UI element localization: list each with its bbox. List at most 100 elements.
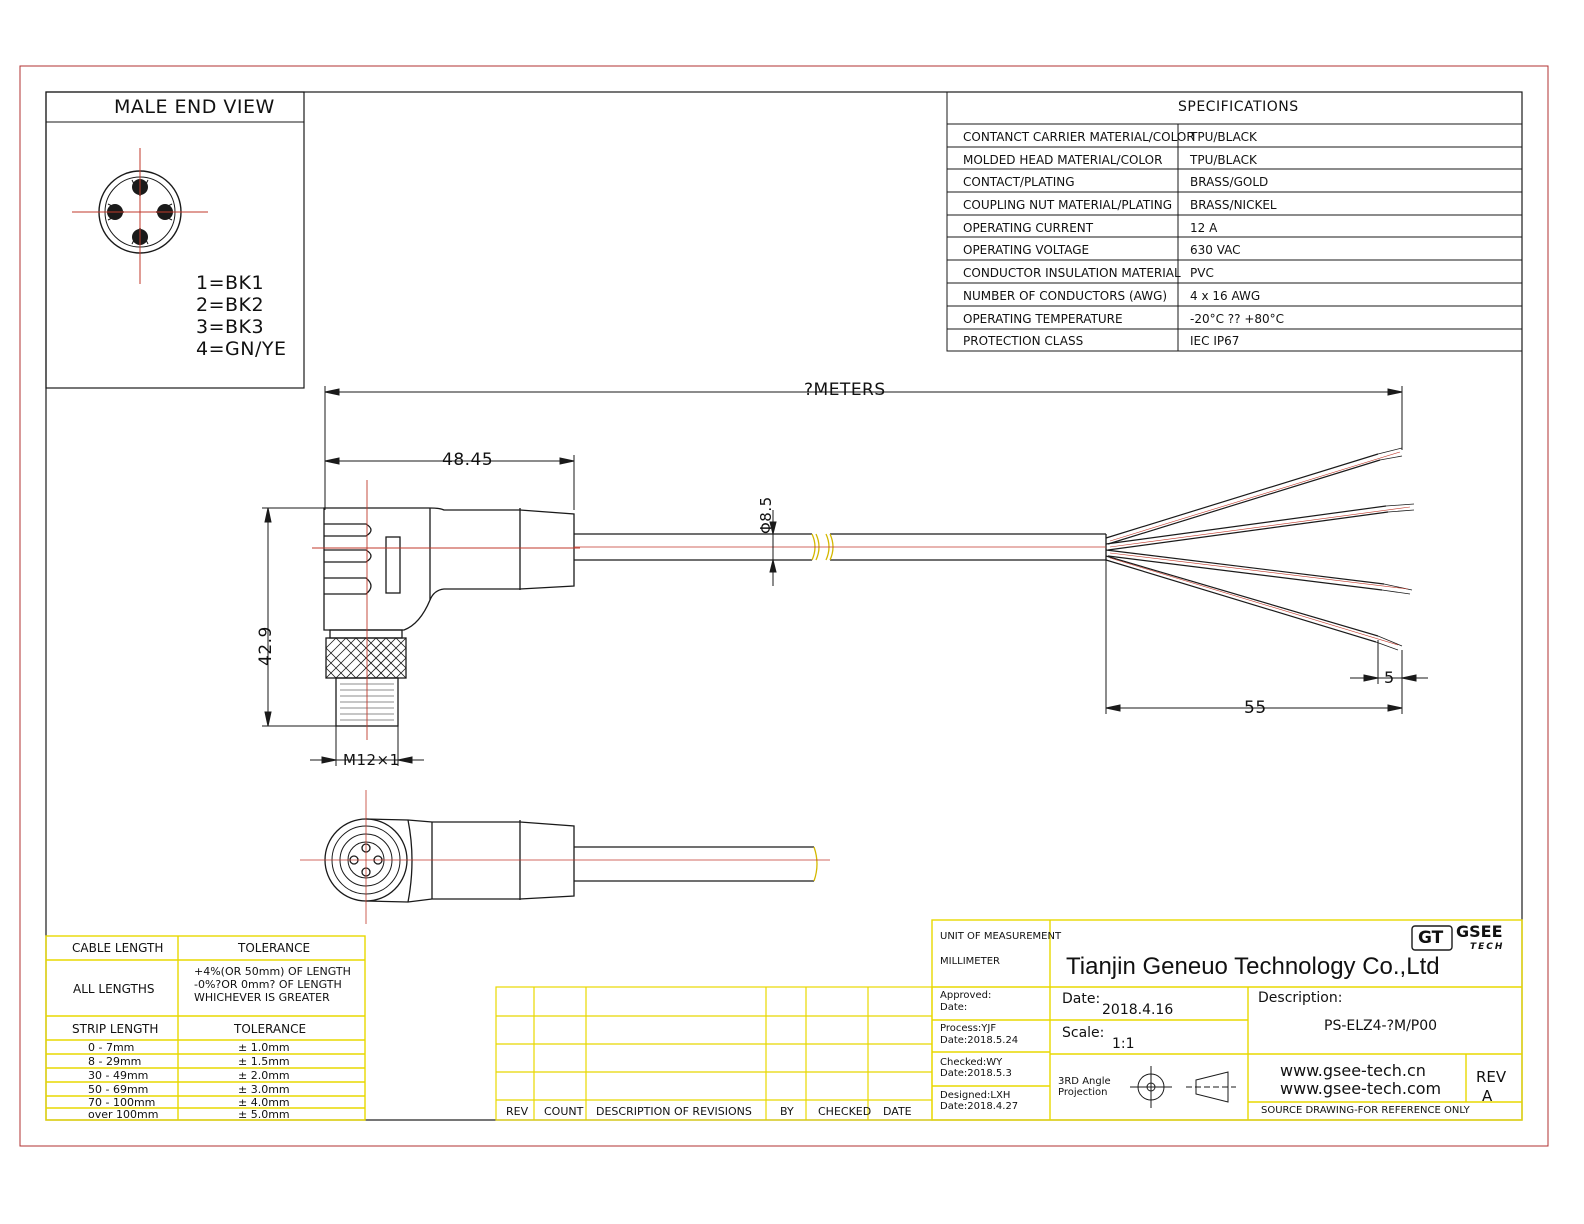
pin-legend-2: 2=BK2: [196, 294, 265, 316]
spec-title: SPECIFICATIONS: [1178, 99, 1299, 115]
front-view-connector: [324, 818, 818, 903]
designed-date: Date:2018.4.27: [940, 1101, 1019, 1112]
dim-total-length-label: ?METERS: [804, 380, 886, 400]
pin-legend-3: 3=BK3: [196, 316, 265, 338]
rev-header-by: BY: [780, 1105, 794, 1118]
strip-header-right: TOLERANCE: [234, 1022, 307, 1036]
rev-header-rev: REV: [506, 1105, 529, 1118]
process-label: Process:YJF: [940, 1023, 997, 1034]
website-1: www.gsee-tech.cn: [1280, 1061, 1426, 1080]
description-value: PS-ELZ4-?M/P00: [1324, 1018, 1438, 1034]
strip-tol-4: ± 4.0mm: [238, 1096, 290, 1109]
spec-label-8: OPERATING TEMPERATURE: [963, 312, 1123, 326]
spec-value-8: -20°C ?? +80°C: [1190, 312, 1285, 326]
spec-label-5: OPERATING VOLTAGE: [963, 243, 1090, 257]
strip-range-1: 8 - 29mm: [88, 1055, 142, 1068]
strip-tol-5: ± 5.0mm: [238, 1108, 290, 1121]
projection-line-1: 3RD Angle: [1058, 1076, 1111, 1087]
spec-value-1: TPU/BLACK: [1190, 153, 1257, 167]
dim-head-length-label: 48.45: [442, 450, 494, 470]
spec-value-3: BRASS/NICKEL: [1190, 198, 1277, 212]
strip-tol-1: ± 1.5mm: [238, 1055, 290, 1068]
wire-centerlines: [1109, 451, 1411, 646]
dim-strip-short-label: 5: [1384, 668, 1395, 687]
spec-table-grid: [946, 91, 1523, 352]
tolerance-table-grid: [45, 935, 366, 1121]
dim-strip-long-label: 55: [1244, 698, 1267, 718]
approved-date: Date:: [940, 1002, 968, 1013]
tol-header-right: TOLERANCE: [238, 941, 311, 955]
spec-value-9: IEC IP67: [1190, 334, 1240, 348]
spec-label-9: PROTECTION CLASS: [963, 334, 1084, 348]
logo-mark-text: GT: [1418, 928, 1444, 948]
dim-thread: [310, 726, 424, 766]
description-label: Description:: [1258, 990, 1343, 1006]
tol-all-lengths-line-2: -0%?OR 0mm? OF LENGTH: [194, 978, 342, 991]
tol-header-left: CABLE LENGTH: [72, 941, 164, 955]
process-date: Date:2018.5.24: [940, 1035, 1019, 1046]
strip-range-3: 50 - 69mm: [88, 1083, 149, 1096]
date-value: 2018.4.16: [1102, 1002, 1174, 1018]
pin-legend-1: 1=BK1: [196, 272, 265, 294]
designed-label: Designed:LXH: [940, 1090, 1011, 1101]
spec-label-7: NUMBER OF CONDUCTORS (AWG): [963, 289, 1168, 303]
strip-tol-3: ± 3.0mm: [238, 1083, 290, 1096]
revisions-grid: [495, 986, 933, 1121]
dim-head-height-label: 42.9: [256, 626, 276, 666]
projection-symbol: [1130, 1066, 1236, 1108]
strip-header-left: STRIP LENGTH: [72, 1022, 159, 1036]
strip-range-0: 0 - 7mm: [88, 1041, 135, 1054]
dim-head-length: [324, 455, 575, 510]
title-block-grid: [931, 919, 1523, 1121]
spec-value-4: 12 A: [1190, 221, 1218, 235]
tol-all-lengths-line-3: WHICHEVER IS GREATER: [194, 991, 330, 1004]
scale-value: 1:1: [1112, 1036, 1135, 1052]
logo-mark: [1411, 925, 1453, 951]
logo-sub: TECH: [1470, 942, 1505, 952]
rev-header-checked: CHECKED: [818, 1105, 872, 1118]
spec-value-0: TPU/BLACK: [1190, 130, 1257, 144]
rev-header-count: COUNT: [544, 1105, 584, 1118]
spec-value-5: 630 VAC: [1190, 243, 1241, 257]
company-name: Tianjin Geneuo Technology Co.,Ltd: [1066, 953, 1440, 980]
dim-cable-diameter: [769, 510, 777, 586]
spec-value-7: 4 x 16 AWG: [1190, 289, 1261, 303]
dim-strip: [1105, 560, 1428, 714]
source-note: SOURCE DRAWING-FOR REFERENCE ONLY: [1261, 1105, 1470, 1116]
scale-label: Scale:: [1062, 1025, 1105, 1041]
strip-range-4: 70 - 100mm: [88, 1096, 156, 1109]
pin-legend-4: 4=GN/YE: [196, 338, 287, 360]
male-end-view-title: MALE END VIEW: [114, 96, 275, 118]
spec-label-1: MOLDED HEAD MATERIAL/COLOR: [963, 153, 1163, 167]
dim-thread-label: M12×1: [343, 751, 400, 769]
side-view-head: [323, 507, 575, 727]
strip-tol-0: ± 1.0mm: [238, 1041, 290, 1054]
approved-label: Approved:: [940, 990, 992, 1001]
tol-all-lengths-label: ALL LENGTHS: [73, 982, 155, 996]
checked-label: Checked:WY: [940, 1057, 1003, 1068]
rev-header-description: DESCRIPTION OF REVISIONS: [596, 1105, 752, 1118]
checked-date: Date:2018.5.3: [940, 1068, 1012, 1079]
strip-range-2: 30 - 49mm: [88, 1069, 149, 1082]
unit-label: UNIT OF MEASUREMENT: [940, 931, 1062, 942]
rev-label: REV: [1476, 1068, 1507, 1086]
wires: [1105, 447, 1415, 651]
spec-label-0: CONTANCT CARRIER MATERIAL/COLOR: [963, 130, 1195, 144]
spec-value-6: PVC: [1190, 266, 1214, 280]
logo-text: GSEE: [1456, 922, 1503, 941]
spec-label-6: CONDUCTOR INSULATION MATERIAL: [963, 266, 1181, 280]
sheet-border: [19, 65, 1549, 1147]
date-label: Date:: [1062, 991, 1101, 1007]
spec-label-3: COUPLING NUT MATERIAL/PLATING: [963, 198, 1173, 212]
spec-value-2: BRASS/GOLD: [1190, 175, 1269, 189]
dim-cable-diameter-label: Φ8.5: [757, 496, 775, 534]
spec-label-4: OPERATING CURRENT: [963, 221, 1094, 235]
dim-head-height: [262, 507, 336, 727]
spec-label-2: CONTACT/PLATING: [963, 175, 1075, 189]
website-2: www.gsee-tech.com: [1280, 1079, 1442, 1098]
tol-all-lengths-line-1: +4%(OR 50mm) OF LENGTH: [194, 965, 351, 978]
rev-value: A: [1482, 1087, 1493, 1105]
unit-value: MILLIMETER: [940, 956, 1000, 967]
strip-range-5: over 100mm: [88, 1108, 159, 1121]
